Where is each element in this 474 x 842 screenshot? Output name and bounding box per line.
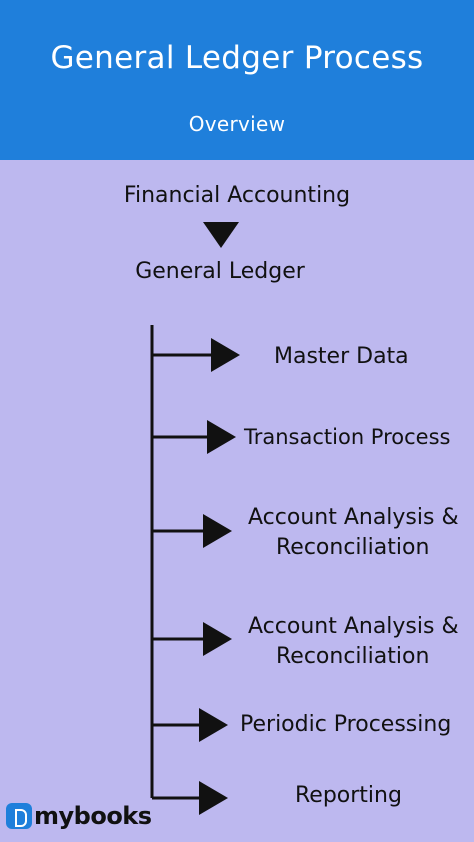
page-title: General Ledger Process xyxy=(50,40,424,76)
page-subtitle: Overview xyxy=(188,112,286,136)
arrow-right-icon xyxy=(203,514,232,548)
brand-logo: mybooks xyxy=(6,800,152,832)
node-account-analysis-1-line1: Account Analysis & xyxy=(248,505,459,530)
arrow-right-icon xyxy=(199,708,228,742)
header-banner: General Ledger Process Overview xyxy=(0,0,474,160)
node-general-ledger: General Ledger xyxy=(135,259,305,284)
node-master-data: Master Data xyxy=(274,344,409,369)
arrow-right-icon xyxy=(207,420,236,454)
node-account-analysis-2-line1: Account Analysis & xyxy=(248,614,459,639)
node-account-analysis-1-line2: Reconciliation xyxy=(276,535,430,560)
node-financial-accounting: Financial Accounting xyxy=(123,183,351,208)
arrow-right-icon xyxy=(211,338,240,372)
down-arrow-icon xyxy=(203,222,239,248)
node-account-analysis-2-line2: Reconciliation xyxy=(276,644,430,669)
node-transaction-process: Transaction Process xyxy=(244,425,451,449)
node-periodic-processing: Periodic Processing xyxy=(240,712,452,737)
node-reporting: Reporting xyxy=(295,783,402,808)
arrow-right-icon xyxy=(199,781,228,815)
mybooks-logo-icon xyxy=(6,803,32,829)
brand-name: mybooks xyxy=(34,802,152,830)
arrow-right-icon xyxy=(203,622,232,656)
